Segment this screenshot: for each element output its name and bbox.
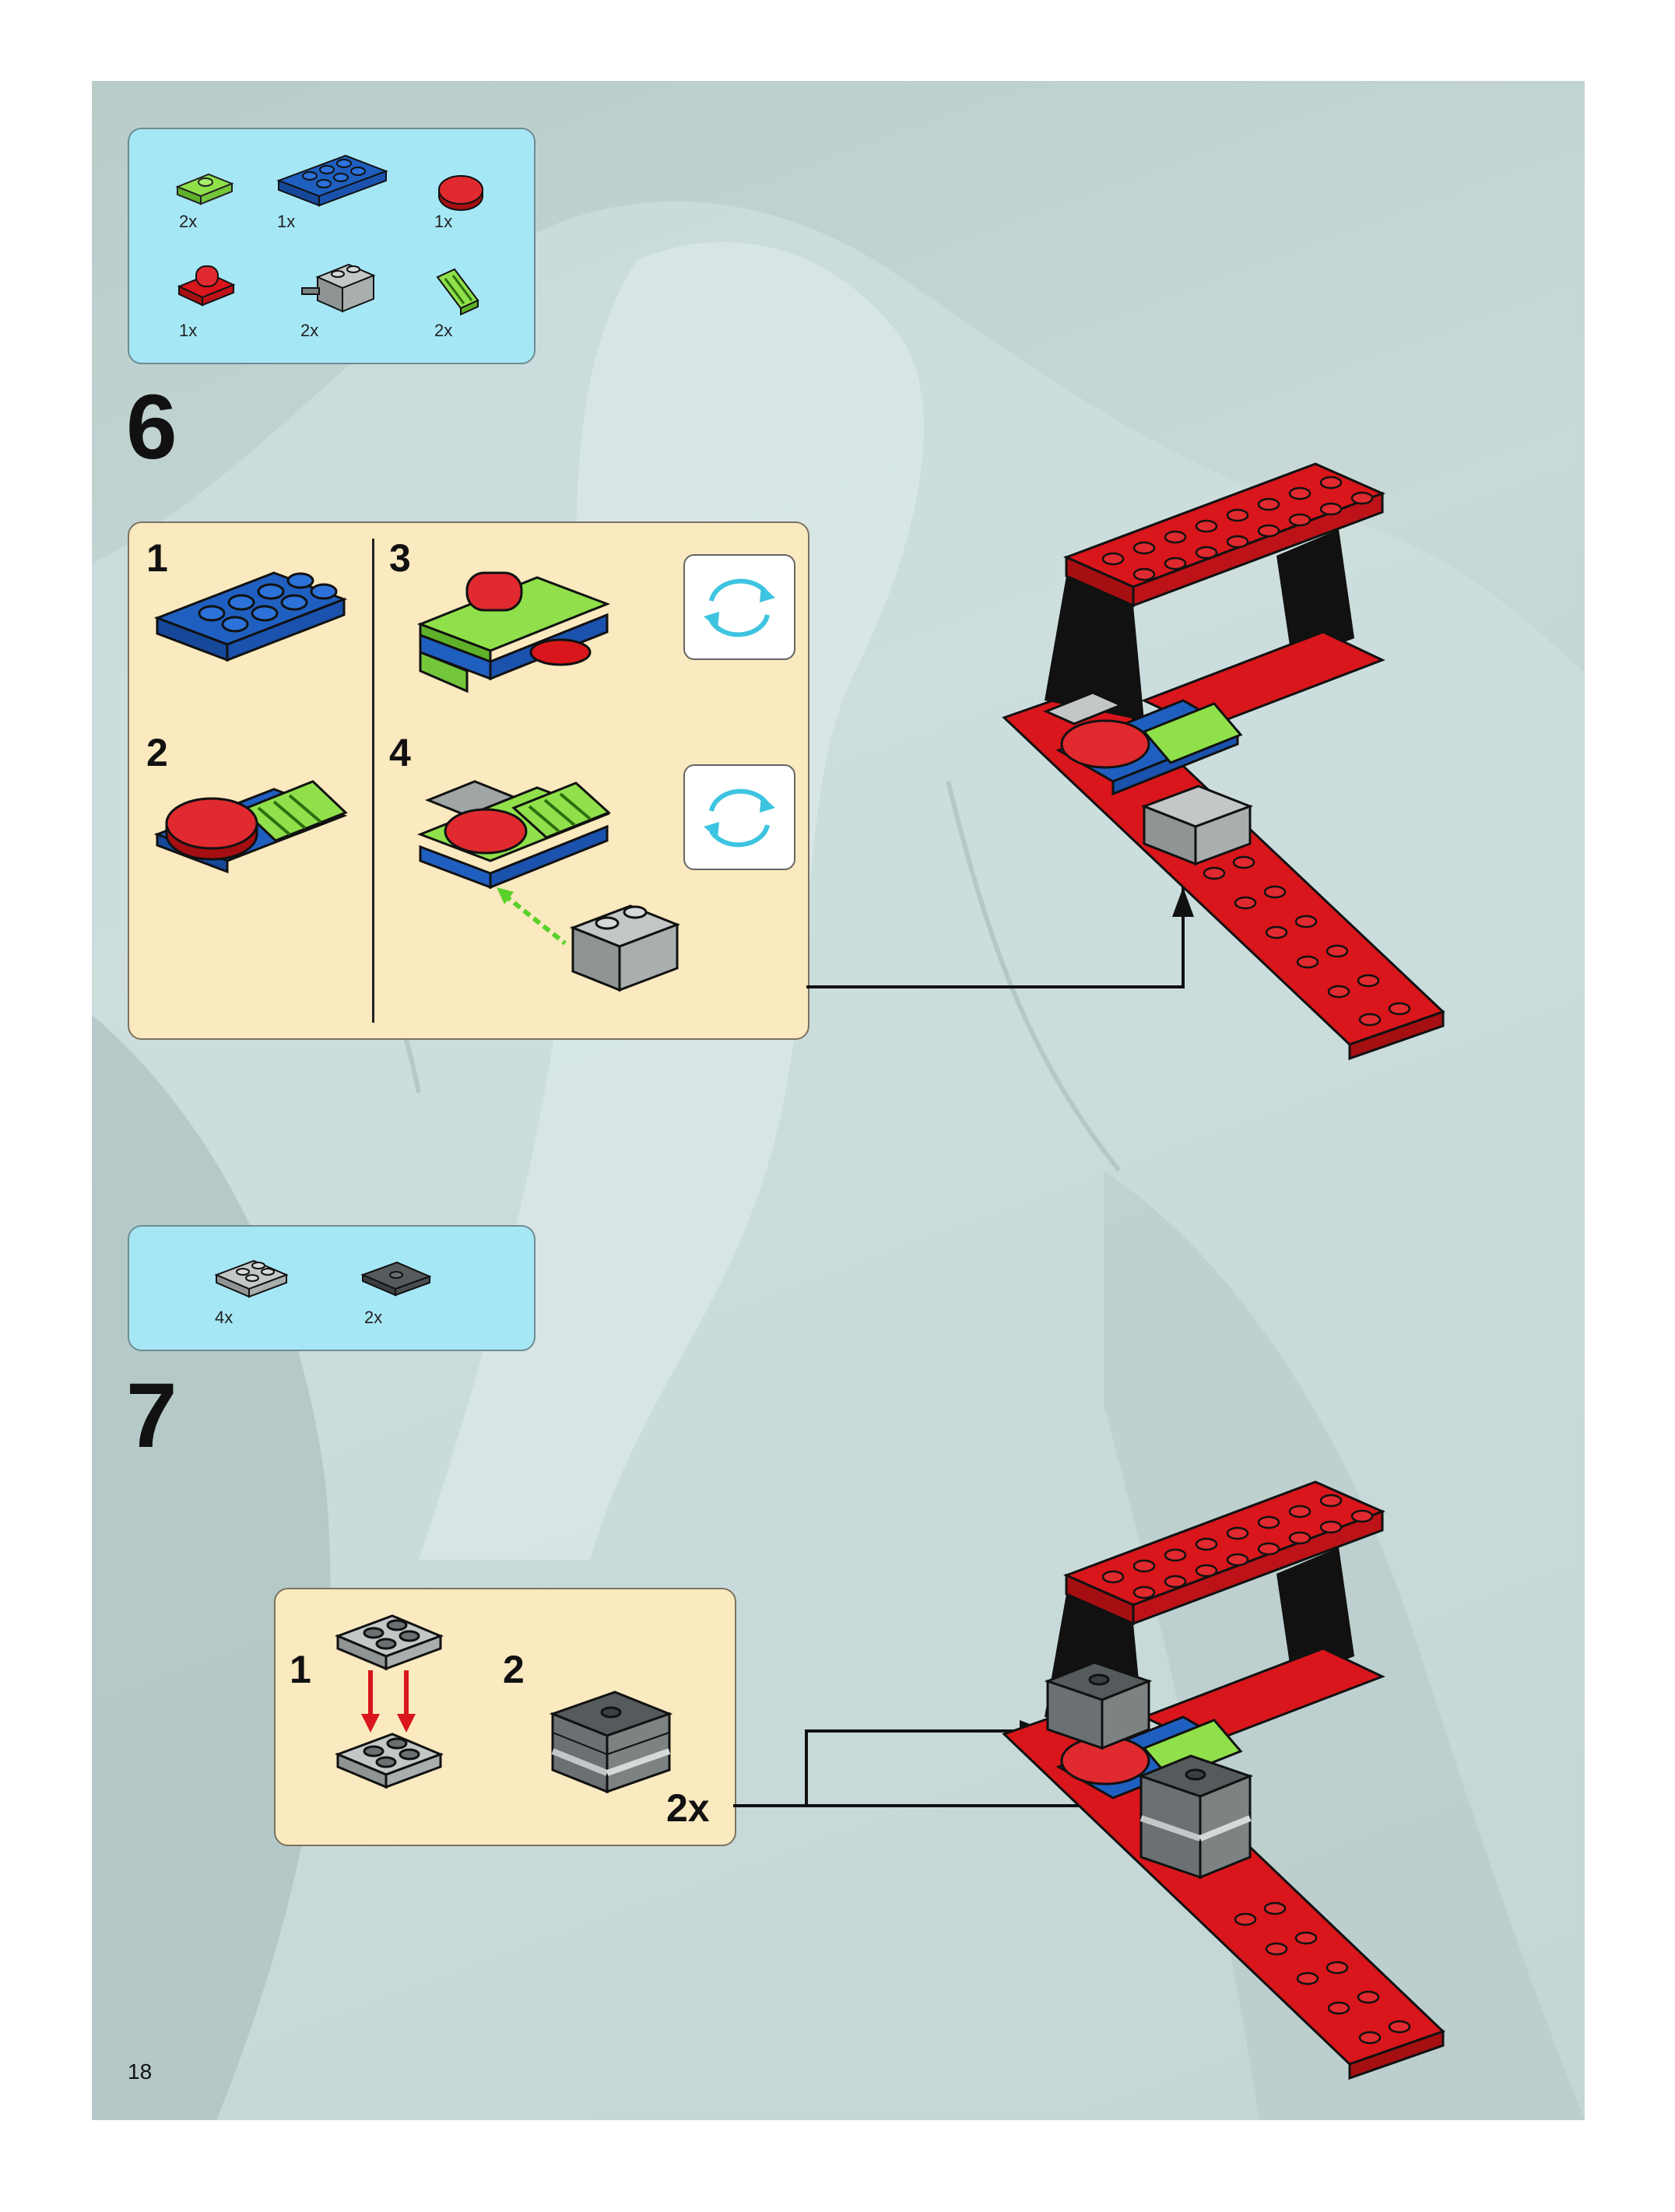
rotate-model-indicator [683, 764, 795, 870]
assembly-underside-illustration [416, 571, 611, 693]
dark-gray-jumper-plate-icon [360, 1261, 432, 1297]
part-qty: 2x [300, 321, 319, 340]
part-qty: 4x [215, 1308, 234, 1327]
substep-number: 1 [146, 536, 168, 580]
red-cylinder-brick-icon [177, 265, 236, 307]
part-qty: 2x [434, 321, 453, 340]
substep-number: 2 [146, 731, 168, 774]
substep-number: 2 [503, 1648, 525, 1691]
divider [372, 539, 374, 1023]
substep-number: 1 [290, 1648, 311, 1691]
gray-pin-brick-icon [301, 263, 376, 313]
part-qty: 1x [179, 321, 198, 340]
part-qty: 1x [434, 212, 453, 231]
red-round-tile-icon [438, 175, 483, 211]
substep-number: 3 [389, 536, 411, 580]
part-qty: 2x [179, 212, 198, 231]
pin-brick-attach-illustration [416, 780, 681, 992]
round-tile-on-plate-illustration [153, 780, 348, 874]
rotate-model-indicator [683, 554, 795, 660]
build-multiplier: 2x [666, 1786, 710, 1830]
step-6-parts-icons [175, 154, 483, 316]
step-6-substeps-box: 1 2 3 4 [128, 521, 809, 1040]
rotate-icon [704, 788, 775, 848]
blue-plate-2x4-icon [153, 571, 348, 662]
step-number: 6 [126, 376, 177, 479]
part-qty: 2x [364, 1308, 383, 1327]
step-6-substep-illustrations [153, 571, 681, 992]
step-6-parts-list: 2x 1x 1x 1x 2x 2x [128, 128, 536, 364]
green-jumper-plate-icon [175, 173, 234, 205]
substep-number: 4 [389, 731, 411, 774]
gray-plate-2x2-icon [214, 1259, 289, 1298]
blue-plate-2x4-icon [276, 154, 388, 207]
step-7-substeps-box: 1 2 2x [274, 1588, 736, 1846]
page-number: 18 [128, 2059, 153, 2084]
gray-plate-2x2-icon [334, 1614, 444, 1671]
rotate-icon [704, 578, 775, 637]
part-qty: 1x [277, 212, 296, 231]
gray-plate-2x2-icon [334, 1733, 444, 1789]
green-grille-slope-icon [436, 268, 479, 316]
step-7-substep-illustrations [334, 1614, 673, 1794]
step-number: 7 [126, 1364, 177, 1467]
stacked-plates-illustration [549, 1691, 673, 1794]
step-7-parts-list: 4x 2x [128, 1225, 536, 1351]
step-7-parts-icons [214, 1259, 432, 1298]
